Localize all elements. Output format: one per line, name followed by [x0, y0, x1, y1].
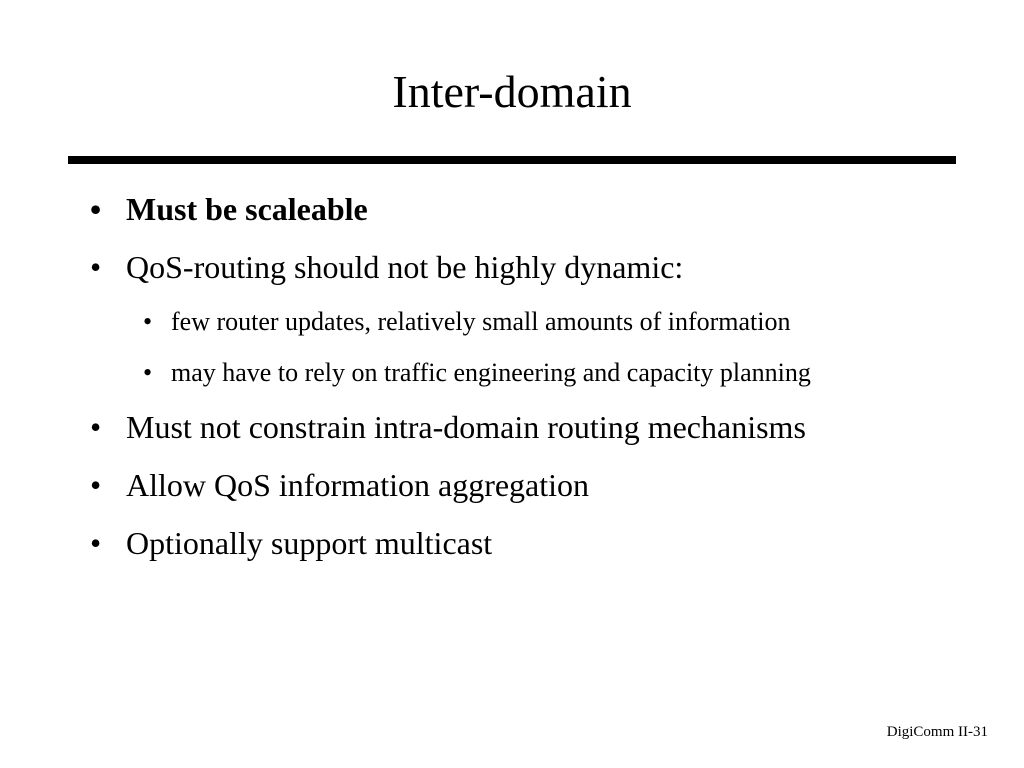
- sub-bullet-text: few router updates, relatively small amo…: [171, 307, 791, 336]
- sub-bullet-icon: •: [143, 307, 153, 336]
- sub-bullet-group: • few router updates, relatively small a…: [0, 302, 1024, 392]
- bullet-item: • Must be scaleable: [0, 186, 1024, 232]
- bullet-item: • Must not constrain intra-domain routin…: [0, 404, 1024, 450]
- bullet-item: • Allow QoS information aggregation: [0, 462, 1024, 508]
- bullet-text: Optionally support multicast: [126, 525, 493, 561]
- sub-bullet-icon: •: [143, 358, 153, 387]
- bullet-text: Must not constrain intra-domain routing …: [126, 409, 806, 445]
- slide-footer: DigiComm II-31: [886, 724, 988, 740]
- sub-bullet-text: may have to rely on traffic engineering …: [171, 358, 811, 387]
- title-divider: [68, 156, 956, 164]
- sub-bullet-item: • few router updates, relatively small a…: [0, 302, 1024, 341]
- bullet-list: • Must be scaleable • QoS-routing should…: [0, 186, 1024, 578]
- bullet-text: Must be scaleable: [126, 191, 368, 227]
- sub-bullet-item: • may have to rely on traffic engineerin…: [0, 353, 1024, 392]
- bullet-icon: •: [90, 525, 102, 561]
- bullet-icon: •: [90, 249, 102, 285]
- slide-title: Inter-domain: [392, 66, 632, 117]
- bullet-text: QoS-routing should not be highly dynamic…: [126, 249, 684, 285]
- bullet-icon: •: [90, 409, 102, 445]
- sub-bullet-list: • few router updates, relatively small a…: [0, 302, 1024, 392]
- bullet-item: • QoS-routing should not be highly dynam…: [0, 244, 1024, 290]
- bullet-icon: •: [90, 191, 102, 227]
- bullet-text: Allow QoS information aggregation: [126, 467, 590, 503]
- bullet-item: • Optionally support multicast: [0, 520, 1024, 566]
- bullet-icon: •: [90, 467, 102, 503]
